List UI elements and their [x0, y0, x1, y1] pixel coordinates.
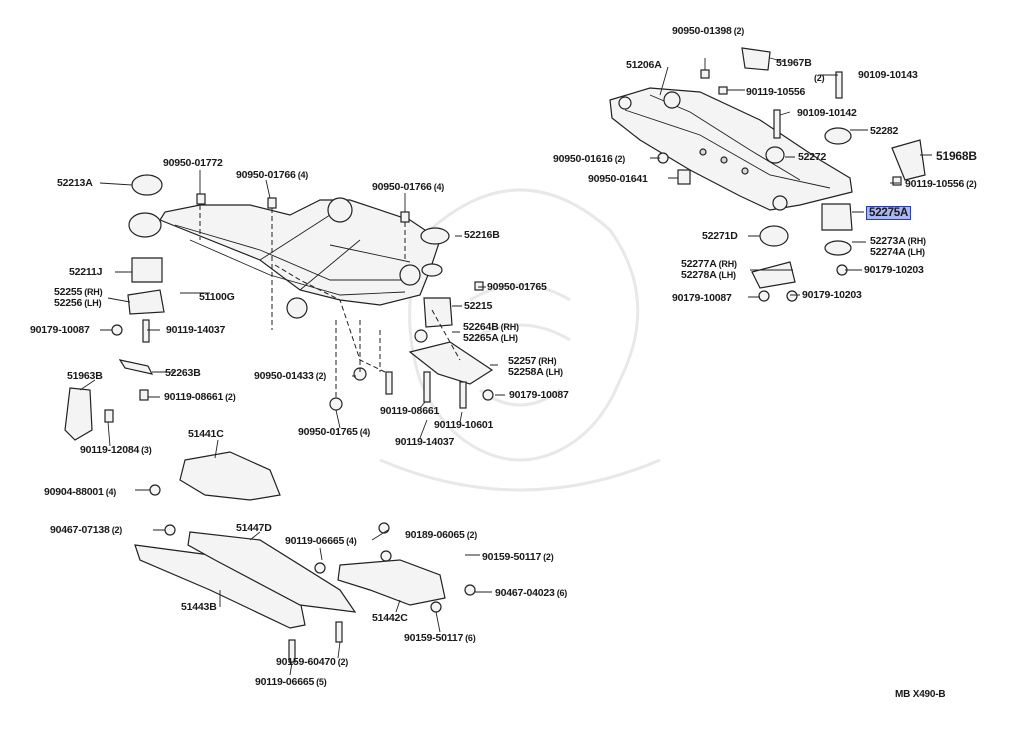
- part-label-51963B: 51963B: [67, 370, 103, 382]
- engine-under-covers: [134, 451, 476, 663]
- part-label-90119-08661-2: 90119-08661(2): [164, 391, 236, 403]
- part-label-90179-10087-left: 90179-10087: [30, 324, 90, 336]
- part-label-90159-60470: 90159-60470(2): [276, 656, 349, 668]
- part-label-90109-10142: 90109-10142: [797, 107, 857, 119]
- part-label-90119-06665-5: 90119-06665(5): [255, 676, 327, 688]
- part-label-52275A-highlighted[interactable]: 52275A: [866, 206, 912, 220]
- part-label-52213A: 52213A: [57, 177, 93, 189]
- part-label-90179-10087-right: 90179-10087: [509, 389, 569, 401]
- part-label-52263B: 52263B: [165, 367, 201, 379]
- part-label-90950-01641: 90950-01641: [588, 173, 648, 185]
- part-label-90119-10601: 90119-10601: [434, 419, 494, 431]
- part-label-90119-14037-2: 90119-14037: [395, 436, 455, 448]
- part-label-90950-01766-2: 90950-01766(4): [372, 181, 445, 193]
- part-label-52282: 52282: [870, 125, 899, 137]
- part-label-90179-10203: 90179-10203: [864, 264, 924, 276]
- diagram-code: MB X490-B: [895, 689, 946, 700]
- part-label-51447D: 51447D: [236, 522, 272, 534]
- part-label-52271D: 52271D: [702, 230, 738, 242]
- part-label-90950-01398: 90950-01398(2): [672, 25, 745, 37]
- part-label-90159-50117-2: 90159-50117(2): [482, 551, 554, 563]
- rear-crossmember-51206A: [609, 87, 853, 211]
- part-label-90119-08661: 90119-08661: [380, 405, 440, 417]
- part-label-52211J: 52211J: [69, 266, 103, 278]
- part-label-90950-01766: 90950-01766(4): [236, 169, 309, 181]
- part-label-51441C: 51441C: [188, 428, 224, 440]
- part-label-90950-01765: 90950-01765: [487, 281, 547, 293]
- part-label-52264B-52265A: 52264B(RH)52265A(LH): [463, 321, 519, 344]
- part-label-52255-52256: 52255(RH)52256(LH): [54, 286, 103, 309]
- part-label-51967B: 51967B: [776, 57, 812, 69]
- part-label-52257-52258A: 52257(RH)52258A(LH): [508, 355, 563, 378]
- part-label-90467-04023: 90467-04023(6): [495, 587, 568, 599]
- leader-lines: [79, 57, 932, 676]
- part-qty-90109-10143: (2): [814, 73, 825, 83]
- part-label-90159-50117-6: 90159-50117(6): [404, 632, 476, 644]
- right-cluster-parts: [657, 47, 926, 302]
- part-label-90119-06665-4: 90119-06665(4): [285, 535, 357, 547]
- part-label-52215: 52215: [464, 300, 493, 312]
- part-label-51968B: 51968B: [936, 149, 977, 163]
- part-label-51442C: 51442C: [372, 612, 408, 624]
- part-label-90119-14037: 90119-14037: [166, 324, 226, 336]
- part-label-90109-10143: 90109-10143: [858, 69, 918, 81]
- part-label-51443B: 51443B: [181, 601, 217, 613]
- part-label-52216B: 52216B: [464, 229, 500, 241]
- part-label-90119-10556: 90119-10556: [746, 86, 806, 98]
- part-label-90467-07138: 90467-07138(2): [50, 524, 123, 536]
- part-label-52272: 52272: [798, 151, 827, 163]
- part-label-51206A: 51206A: [626, 59, 662, 71]
- part-label-90950-01772: 90950-01772: [163, 157, 223, 169]
- part-label-52277A-52278A: 52277A(RH)52278A(LH): [681, 258, 737, 281]
- part-label-51100G: 51100G: [199, 291, 235, 303]
- part-label-90179-10203-2: 90179-10203: [802, 289, 862, 301]
- part-label-90179-10087: 90179-10087: [672, 292, 732, 304]
- front-subframe-51100G: [128, 197, 441, 319]
- part-label-90950-01765-4: 90950-01765(4): [298, 426, 371, 438]
- part-label-90950-01616: 90950-01616(2): [553, 153, 626, 165]
- part-label-90189-06065: 90189-06065(2): [405, 529, 478, 541]
- part-label-90950-01433: 90950-01433(2): [254, 370, 327, 382]
- left-mount-parts: [64, 174, 494, 441]
- part-label-52273A-52274A: 52273A(RH)52274A(LH): [870, 235, 926, 258]
- assembly-dashed-lines: [199, 205, 461, 398]
- part-label-90119-12084: 90119-12084(3): [80, 444, 152, 456]
- part-label-90904-88001: 90904-88001(4): [44, 486, 117, 498]
- part-label-90119-10556-2: 90119-10556(2): [905, 178, 977, 190]
